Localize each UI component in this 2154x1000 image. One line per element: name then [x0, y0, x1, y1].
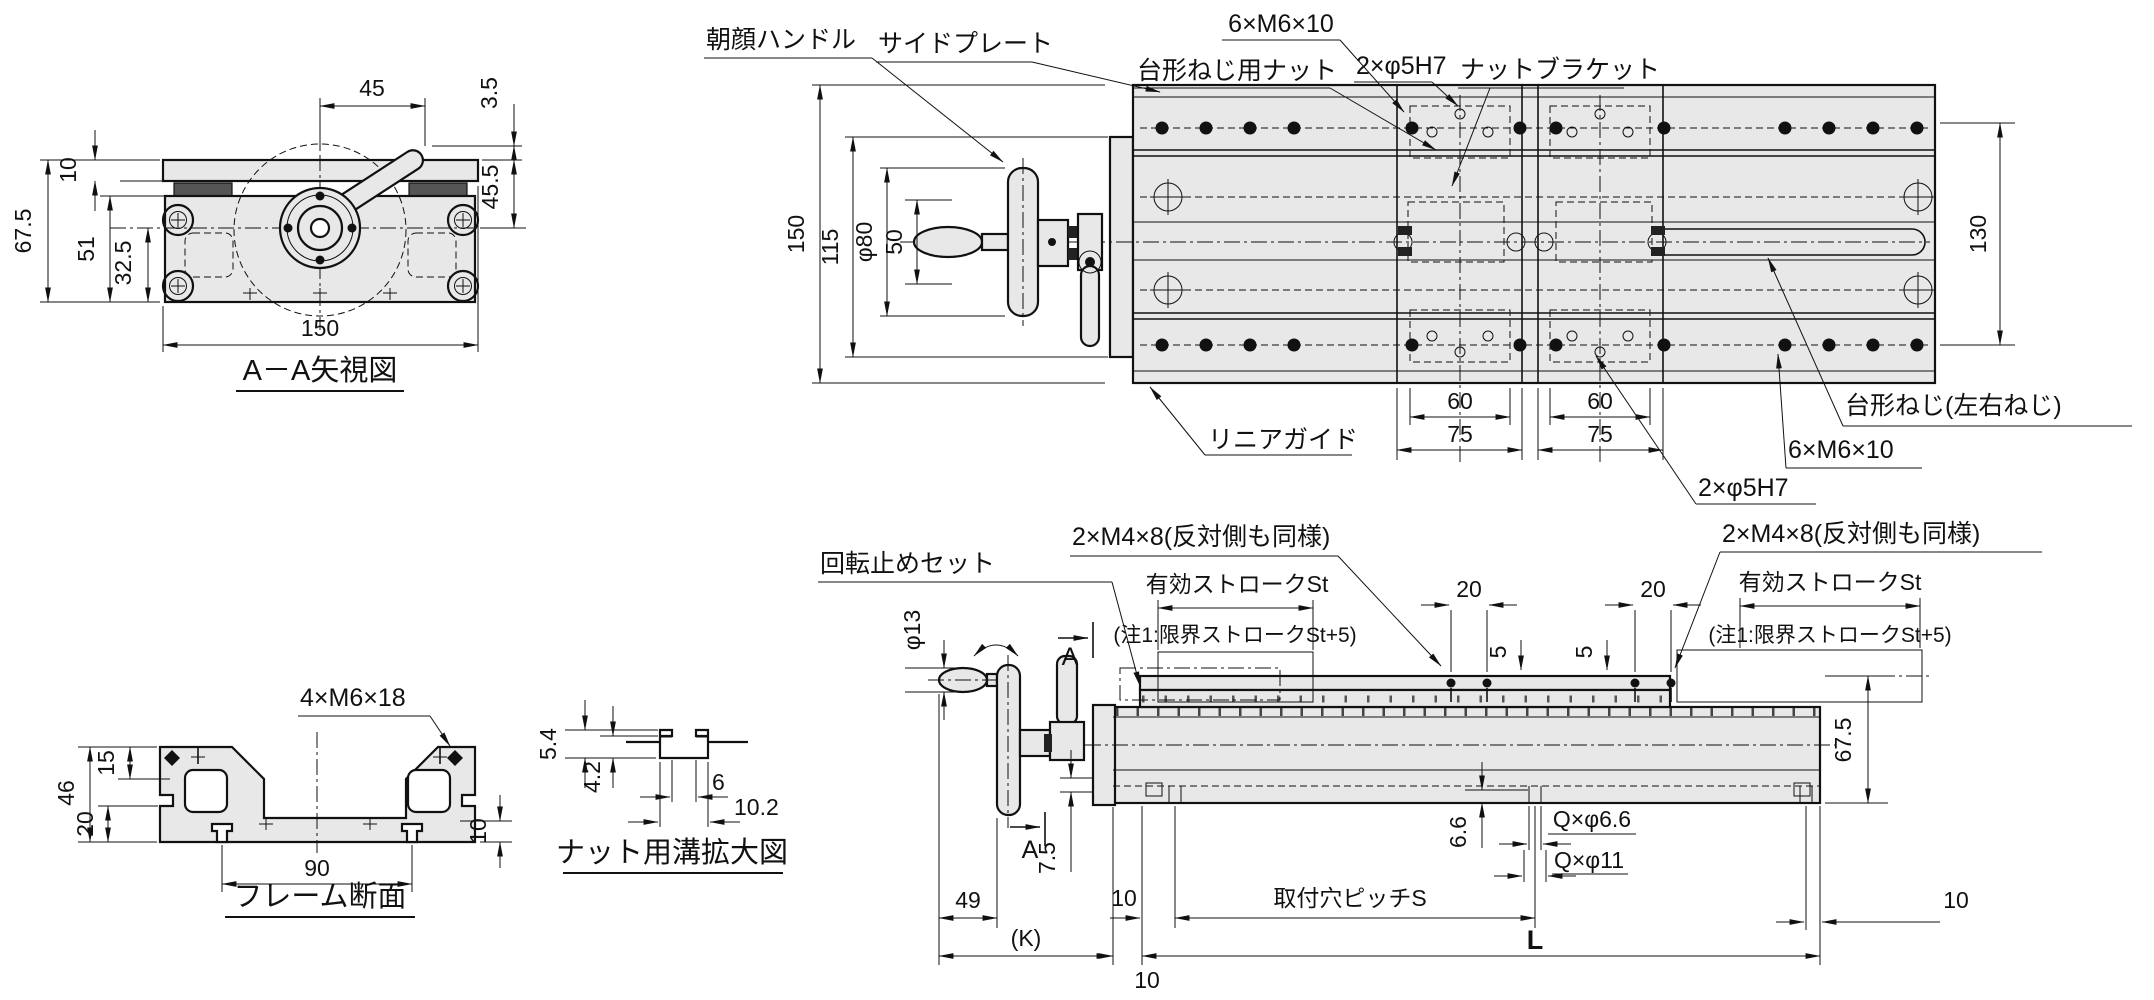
dim-75b: 75 [1587, 421, 1613, 447]
bolt-dots-bottom-row [1155, 338, 1924, 352]
label-m6-18: 4×M6×18 [300, 684, 406, 712]
label-m4-left: 2×M4×8(反対側も同様) [1072, 523, 1330, 551]
dim-6: 6 [712, 769, 725, 795]
dim-10b: 10 [1134, 967, 1160, 993]
dim-10-2: 10.2 [734, 794, 779, 820]
dim-51: 51 [73, 236, 99, 262]
label-pitch-s: 取付穴ピッチS [1273, 885, 1426, 911]
nut-bracket-bolts [1393, 226, 1667, 256]
section-a-top: A [1062, 643, 1079, 671]
dim-60a: 60 [1447, 388, 1473, 414]
dim-3-5: 3.5 [476, 77, 502, 109]
dim-4-2: 4.2 [579, 761, 605, 793]
t-slot-marks [243, 288, 397, 300]
dim-67-5-side: 67.5 [1830, 718, 1856, 763]
label-side-plate: サイドプレート [878, 30, 1053, 58]
label-q-phi66: Q×φ6.6 [1553, 806, 1631, 832]
label-linear-guide: リニアガイド [1208, 426, 1358, 454]
dim-150-top: 150 [783, 215, 809, 253]
dim-10: 10 [55, 157, 81, 183]
groove-caption: ナット用溝拡大図 [556, 836, 788, 869]
dim-phi80: φ80 [851, 222, 877, 263]
dim-5a: 5 [1485, 646, 1511, 659]
label-stroke-right: 有効ストロークSt [1739, 569, 1922, 595]
label-phi5-bottom: 2×φ5H7 [1698, 474, 1789, 502]
corner-bolts [161, 203, 480, 303]
dim-67-5: 67.5 [10, 209, 36, 254]
dim-90: 90 [304, 855, 330, 881]
label-note-left: (注1:限界ストロークSt+5) [1113, 624, 1356, 647]
dim-75a: 75 [1447, 421, 1473, 447]
dim-l: L [1527, 925, 1544, 955]
label-m4-right: 2×M4×8(反対側も同様) [1722, 520, 1980, 548]
aa-caption: A－A矢視図 [243, 354, 398, 387]
top-view: 朝顔ハンドル サイドプレート 6×M6×10 台形ねじ用ナット 2×φ5H7 ナ… [704, 10, 2132, 505]
label-m6-bottom: 6×M6×10 [1788, 436, 1894, 464]
dim-phi13: φ13 [899, 610, 925, 651]
label-rotation-stop: 回転止めセット [820, 550, 995, 578]
dim-32-5: 32.5 [110, 241, 136, 286]
frame-caption: フレーム断面 [233, 880, 406, 913]
dim-7-5: 7.5 [1034, 842, 1060, 874]
label-note-right: (注1:限界ストロークSt+5) [1708, 624, 1951, 647]
dim-5b: 5 [1571, 646, 1597, 659]
label-stroke-left: 有効ストロークSt [1146, 571, 1329, 597]
dim-10a: 10 [1111, 885, 1137, 911]
handwheel-assembly-side [928, 654, 1086, 828]
section-a-bottom: A [1022, 836, 1039, 864]
label-nut-bracket: ナットブラケット [1460, 56, 1660, 84]
rail-screw-crosshairs [1150, 179, 1936, 308]
rotation-arrow [973, 643, 1019, 657]
dim-k: (K) [1011, 925, 1042, 951]
dim-46: 46 [53, 780, 79, 806]
dim-45: 45 [359, 75, 385, 101]
dim-10-frame: 10 [465, 818, 491, 844]
side-view: φ13 A A 回転止めセット 2×M4×8(反対側も同様) 2×M4×8(反対… [818, 520, 2042, 993]
dim-5-4: 5.4 [535, 728, 561, 760]
frame-section-view: 46 15 20 90 10 4×M6×18 フレーム断面 [53, 684, 512, 918]
label-asagao-handle: 朝顔ハンドル [706, 26, 856, 54]
dim-115: 115 [817, 229, 843, 266]
dim-20: 20 [72, 811, 98, 837]
aa-view: 45 3.5 45.5 67.5 10 51 32.5 150 A－A矢視図 [10, 75, 526, 392]
dim-50: 50 [881, 229, 907, 255]
dim-15: 15 [93, 750, 119, 776]
dim-10-right: 10 [1943, 887, 1969, 913]
dim-150-aa: 150 [301, 315, 339, 341]
dim-49: 49 [955, 887, 981, 913]
carriage-bolts [1446, 678, 1676, 702]
label-m6-top: 6×M6×10 [1228, 10, 1334, 38]
label-phi5-top: 2×φ5H7 [1356, 52, 1447, 80]
nut-groove-view: 5.4 4.2 6 10.2 ナット用溝拡大図 [535, 700, 788, 874]
bolt-dots-top-row [1155, 121, 1924, 135]
dim-6-6: 6.6 [1445, 816, 1471, 848]
label-trapezoid-nut: 台形ねじ用ナット [1137, 57, 1337, 85]
dim-20b: 20 [1640, 576, 1666, 602]
mount-hole-lines [1168, 786, 1813, 803]
dim-60b: 60 [1587, 388, 1613, 414]
dim-20a: 20 [1456, 576, 1482, 602]
dim-130: 130 [1965, 215, 1991, 253]
handwheel-assembly-top [912, 158, 1104, 348]
label-trapezoid-screw: 台形ねじ(左右ねじ) [1845, 392, 2062, 420]
dim-45-5: 45.5 [477, 165, 503, 210]
label-q-phi11: Q×φ11 [1554, 847, 1624, 873]
